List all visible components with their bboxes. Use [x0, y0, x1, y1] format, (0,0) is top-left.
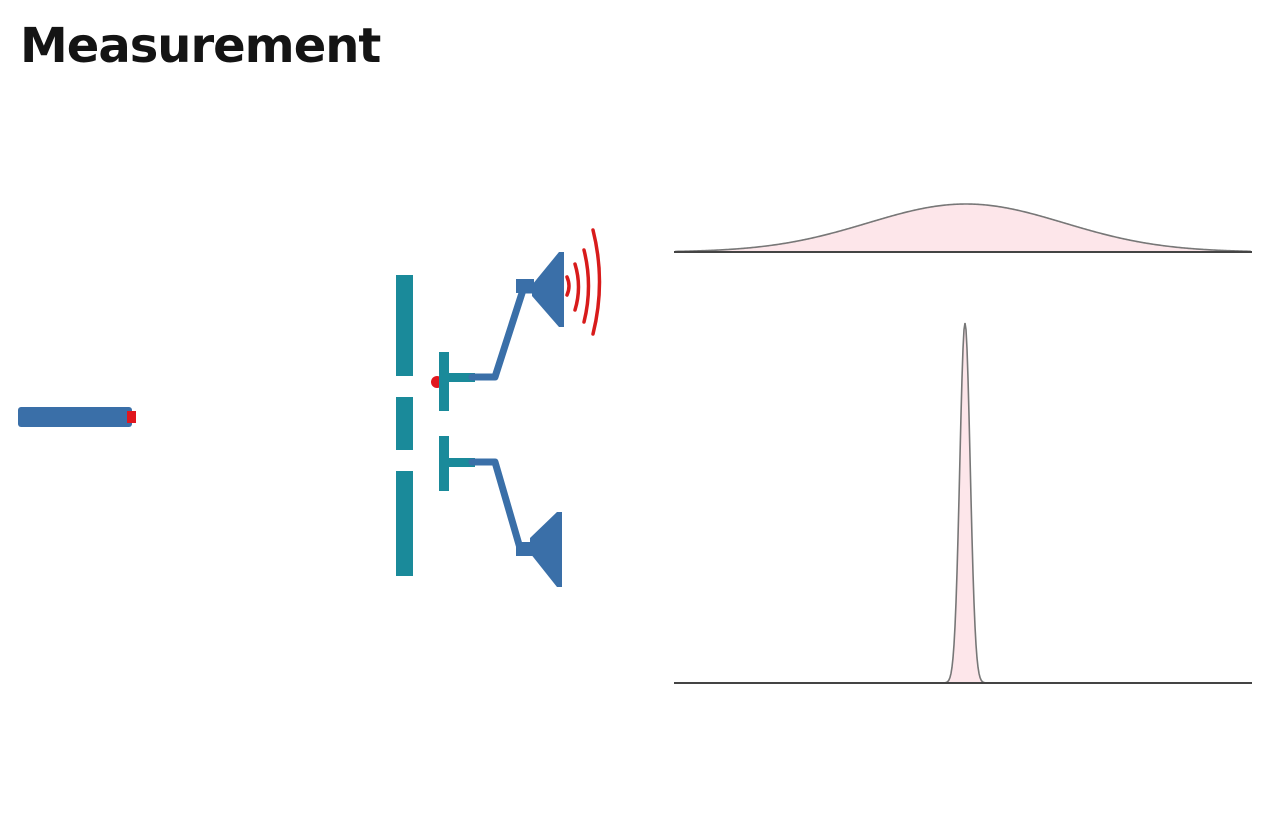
detector-upper-horn	[532, 252, 564, 327]
detector-lower	[439, 436, 562, 587]
source-emitter-dot	[127, 411, 136, 423]
screen-segment-middle	[396, 397, 413, 450]
detector-lower-arm	[468, 458, 544, 552]
detector-lower-horn	[530, 512, 562, 587]
narrow-peak-curve	[930, 322, 1000, 684]
detector-upper-joint	[516, 279, 534, 293]
detector-upper	[439, 252, 564, 411]
signal-waves	[565, 228, 602, 336]
page-title: Measurement	[20, 18, 381, 74]
detector-lower-probe	[439, 436, 449, 491]
screen-segment-top	[396, 275, 413, 376]
detector-upper-stem	[449, 373, 475, 382]
signal-wave-3	[582, 248, 591, 324]
signal-wave-2	[573, 262, 581, 312]
detector-lower-stem	[449, 458, 475, 467]
screen-segment-bottom	[396, 471, 413, 576]
signal-wave-1	[565, 275, 571, 297]
double-slit-screen	[396, 275, 413, 576]
broad-distribution-curve	[675, 203, 1251, 253]
particle-source	[18, 407, 132, 427]
detector-upper-arm	[468, 286, 547, 381]
detector-upper-probe	[439, 352, 449, 411]
detector-lower-joint	[516, 542, 534, 556]
signal-wave-4	[591, 228, 602, 336]
